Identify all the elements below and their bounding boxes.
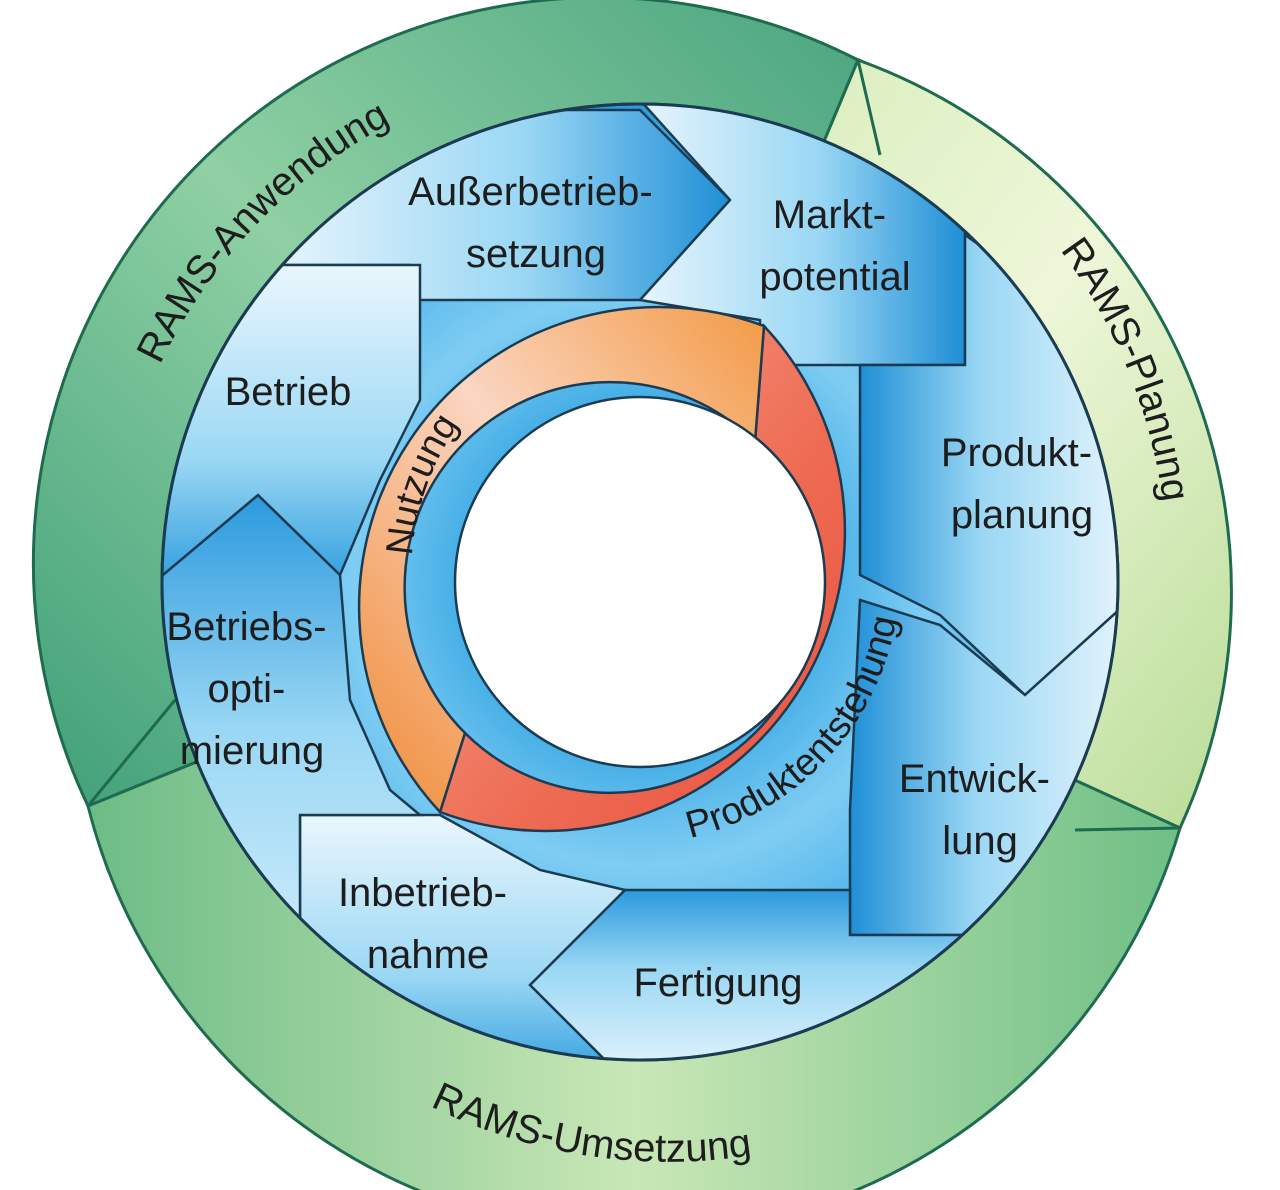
step-produktplanung: Produkt- planung [941,431,1103,537]
step-betrieb-line-1: Betrieb [225,370,352,414]
step-marktpotential-line-1: Markt- [773,193,886,237]
step-ausserbetriebsetzung: Außerbetrieb- setzung [408,170,664,276]
center-hole [453,395,827,769]
step-inbetriebnahme-line-1: Inbetrieb- [338,871,507,915]
step-marktpotential-line-2: potential [759,255,910,299]
step-shapes [162,104,1118,1060]
step-entwicklung: Entwick- lung [899,757,1061,863]
step-betriebsoptimierung-line-3: mierung [180,729,325,773]
step-fertigung-line-1: Fertigung [634,961,803,1005]
step-inbetriebnahme: Inbetrieb- nahme [338,871,518,977]
nutzung-segment [357,305,766,815]
step-betriebsoptimierung-line-1: Betriebs- [166,605,326,649]
step-ausserbetriebsetzung-line-1: Außerbetrieb- [408,170,653,214]
step-betrieb: Betrieb [225,370,352,414]
step-betriebsoptimierung: Betriebs- opti- mierung [166,605,337,773]
step-produktplanung-line-2: planung [951,493,1093,537]
step-betriebsoptimierung-line-2: opti- [208,667,286,711]
step-marktpotential: Markt- potential [759,193,910,299]
step-ausserbetriebsetzung-line-2: setzung [466,232,606,276]
step-entwicklung-line-2: lung [942,819,1018,863]
inner-ring [357,305,847,833]
step-inbetriebnahme-line-2: nahme [367,933,489,977]
step-entwicklung-line-1: Entwick- [899,757,1050,801]
step-fertigung: Fertigung [634,961,803,1005]
step-produktplanung-line-1: Produkt- [941,431,1092,475]
